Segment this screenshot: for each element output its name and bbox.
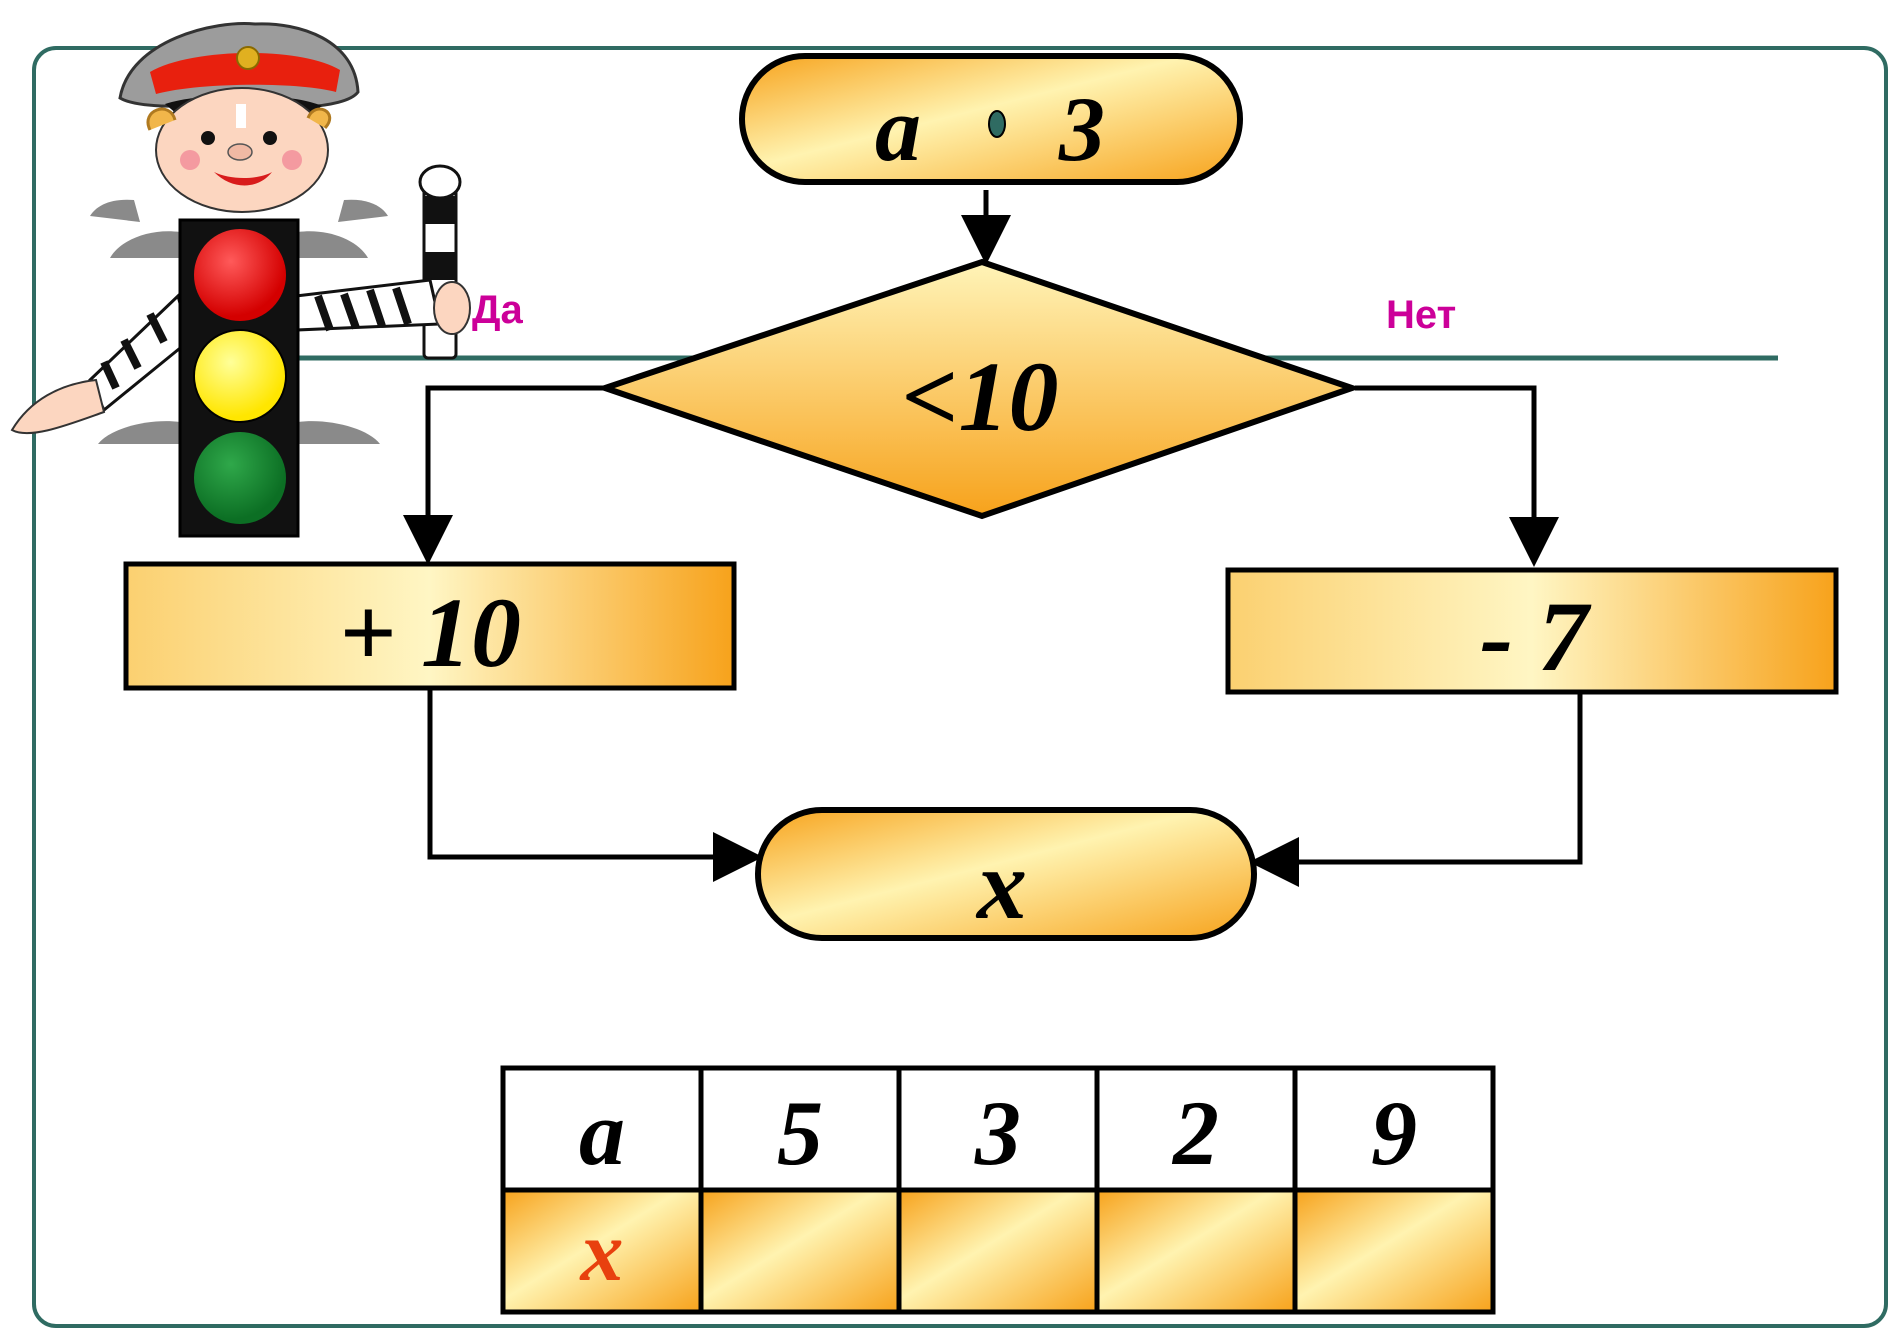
table-row-label-cell bbox=[500, 1187, 704, 1315]
start-terminal: a 3 bbox=[739, 53, 1243, 185]
table-header-cell bbox=[500, 1065, 704, 1193]
connector-no-end bbox=[1249, 694, 1583, 887]
table-answer-cell[interactable] bbox=[1292, 1187, 1496, 1315]
table-header-text: 3 bbox=[974, 1082, 1021, 1184]
process-yes: + 10 bbox=[123, 561, 737, 691]
table-header-text: 5 bbox=[777, 1082, 823, 1184]
process-no-text: - 7 bbox=[1480, 581, 1592, 692]
face-icon bbox=[146, 87, 332, 213]
connector-no bbox=[1355, 385, 1559, 567]
decision-text: <10 bbox=[902, 341, 1059, 452]
connector-yes bbox=[403, 385, 605, 565]
table-header-text: a bbox=[579, 1082, 625, 1184]
slide-frame bbox=[32, 46, 1888, 1328]
start-value: 3 bbox=[1058, 78, 1105, 180]
label-yes: Да bbox=[472, 288, 523, 332]
table-row-label-text: x bbox=[579, 1203, 624, 1299]
table-answer-cell[interactable] bbox=[698, 1187, 902, 1315]
yellow-light-icon bbox=[193, 329, 287, 423]
process-yes-text: + 10 bbox=[339, 577, 521, 688]
table-header-cell bbox=[1292, 1065, 1496, 1193]
end-text: x bbox=[975, 829, 1027, 940]
traffic-controller-illustration bbox=[10, 22, 471, 538]
start-var: a bbox=[875, 78, 921, 180]
end-terminal: x bbox=[755, 807, 1257, 941]
decision-diamond: <10 bbox=[595, 258, 1362, 520]
right-arm-icon bbox=[294, 278, 471, 335]
table-answer-cell[interactable] bbox=[1094, 1187, 1298, 1315]
process-no: - 7 bbox=[1225, 567, 1839, 695]
table-header-text: 2 bbox=[1171, 1082, 1219, 1184]
start-separator-dot bbox=[988, 110, 1006, 138]
green-light-icon bbox=[194, 432, 286, 524]
value-table: a 5 3 2 9 x bbox=[500, 1065, 1496, 1315]
connector-yes-end bbox=[427, 690, 763, 882]
label-no: Нет bbox=[1386, 293, 1456, 337]
table-header-text: 9 bbox=[1371, 1082, 1417, 1184]
table-answer-cell[interactable] bbox=[896, 1187, 1100, 1315]
connectors bbox=[403, 190, 1583, 887]
traffic-light-visors bbox=[90, 199, 388, 444]
traffic-light-icon bbox=[178, 218, 300, 538]
red-light-icon bbox=[194, 229, 286, 321]
